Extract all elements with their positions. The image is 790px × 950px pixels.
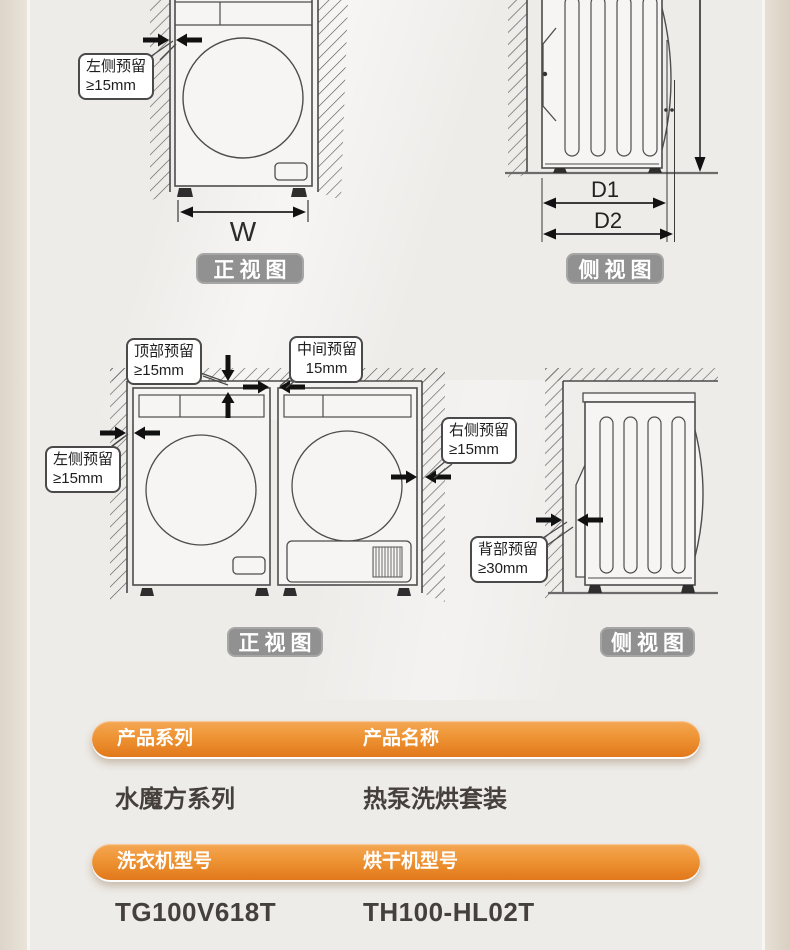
spec-value-product-name: 热泵洗烘套装 — [363, 786, 507, 813]
mid-side-view-diagram — [536, 368, 718, 601]
washer-side — [541, 0, 674, 173]
spec-value-product-series: 水魔方系列 — [115, 786, 235, 813]
rear-duct — [542, 27, 557, 122]
middle-clearance-arrows — [243, 380, 305, 394]
spec-header-product-series: 产品系列 — [117, 728, 194, 749]
callout-text: ≥15mm — [134, 362, 184, 379]
foot — [177, 188, 193, 197]
spec-value-washer-model: TG100V618T — [115, 897, 277, 927]
callout-middle-clearance: 中间预留 15mm — [289, 336, 363, 383]
side-view-badge-top: 侧视图 — [566, 253, 664, 284]
foot — [588, 585, 602, 593]
foot — [397, 588, 411, 596]
dryer-side — [575, 392, 704, 593]
callout-text: 顶部预留 — [134, 343, 195, 360]
foot — [140, 588, 154, 596]
foot — [553, 168, 567, 173]
recess-walls — [545, 368, 718, 601]
page-left-margin — [0, 0, 30, 950]
height-dimension — [694, 0, 706, 172]
front-view-badge-mid: 正视图 — [227, 627, 323, 657]
spec-header-washer-model: 洗衣机型号 — [117, 851, 213, 872]
back-wall — [508, 0, 528, 182]
top-side-view-diagram: D1 D2 — [505, 0, 718, 242]
foot — [291, 188, 307, 197]
callout-text: ≥15mm — [53, 470, 103, 487]
spec-header-row-1: 产品系列 产品名称 — [92, 721, 700, 757]
top-clearance-arrows — [221, 355, 235, 418]
bottom-panel — [286, 540, 412, 583]
foot — [681, 585, 695, 593]
callout-right-clearance: 右侧预留 ≥15mm — [441, 417, 517, 464]
back-clearance-arrows — [536, 513, 603, 527]
spec-value-dryer-model: TH100-HL02T — [363, 897, 535, 927]
filter-door — [274, 162, 308, 181]
callout-text: 右侧预留 — [449, 422, 510, 439]
spec-header-row-2: 洗衣机型号 烘干机型号 — [92, 844, 700, 880]
callout-text: 背部预留 — [478, 541, 539, 558]
washer-door — [182, 37, 304, 159]
side-view-badge-mid: 侧视图 — [600, 627, 695, 657]
callout-text: 左侧预留 — [53, 451, 114, 468]
spec-header-product-name: 产品名称 — [363, 728, 440, 749]
d2-label: D2 — [594, 208, 622, 233]
d1-label: D1 — [591, 177, 619, 202]
dryer-front — [277, 387, 418, 596]
callout-text: ≥15mm — [449, 441, 499, 458]
left-clearance-arrows — [100, 426, 160, 440]
door-bulge — [694, 429, 704, 558]
callout-left-clearance-top-view: 左侧预留 ≥15mm — [78, 53, 154, 100]
page-right-margin — [762, 0, 790, 950]
width-label: W — [230, 216, 257, 247]
washer-front — [132, 387, 271, 596]
spec-header-dryer-model: 烘干机型号 — [363, 851, 459, 872]
callout-back-clearance: 背部预留 ≥30mm — [470, 536, 548, 583]
right-wall — [317, 0, 348, 200]
callout-text: ≥15mm — [86, 77, 136, 94]
mid-front-view-diagram — [100, 355, 453, 602]
front-view-badge-top: 正视图 — [196, 253, 304, 284]
top-front-view-diagram: W — [143, 0, 348, 247]
foot — [255, 588, 269, 596]
width-dimension: W — [177, 200, 309, 247]
vent-grille — [372, 546, 403, 578]
left-clearance-arrows — [143, 33, 202, 47]
callout-text: 中间预留 — [297, 341, 358, 358]
depth-dimensions: D1 D2 — [541, 40, 675, 242]
foot — [283, 588, 297, 596]
washer-door — [145, 434, 257, 546]
callout-text: 15mm — [305, 360, 348, 377]
foot — [648, 168, 662, 173]
callout-text: 左侧预留 — [86, 58, 147, 75]
callout-text: ≥30mm — [478, 560, 528, 577]
callout-leader — [149, 40, 177, 61]
door-bulge — [661, 7, 672, 151]
filter-door — [232, 556, 266, 575]
callout-top-clearance: 顶部预留 ≥15mm — [126, 338, 202, 385]
left-wall — [150, 0, 171, 201]
callout-left-clearance: 左侧预留 ≥15mm — [45, 446, 121, 493]
washer-front — [174, 0, 313, 197]
